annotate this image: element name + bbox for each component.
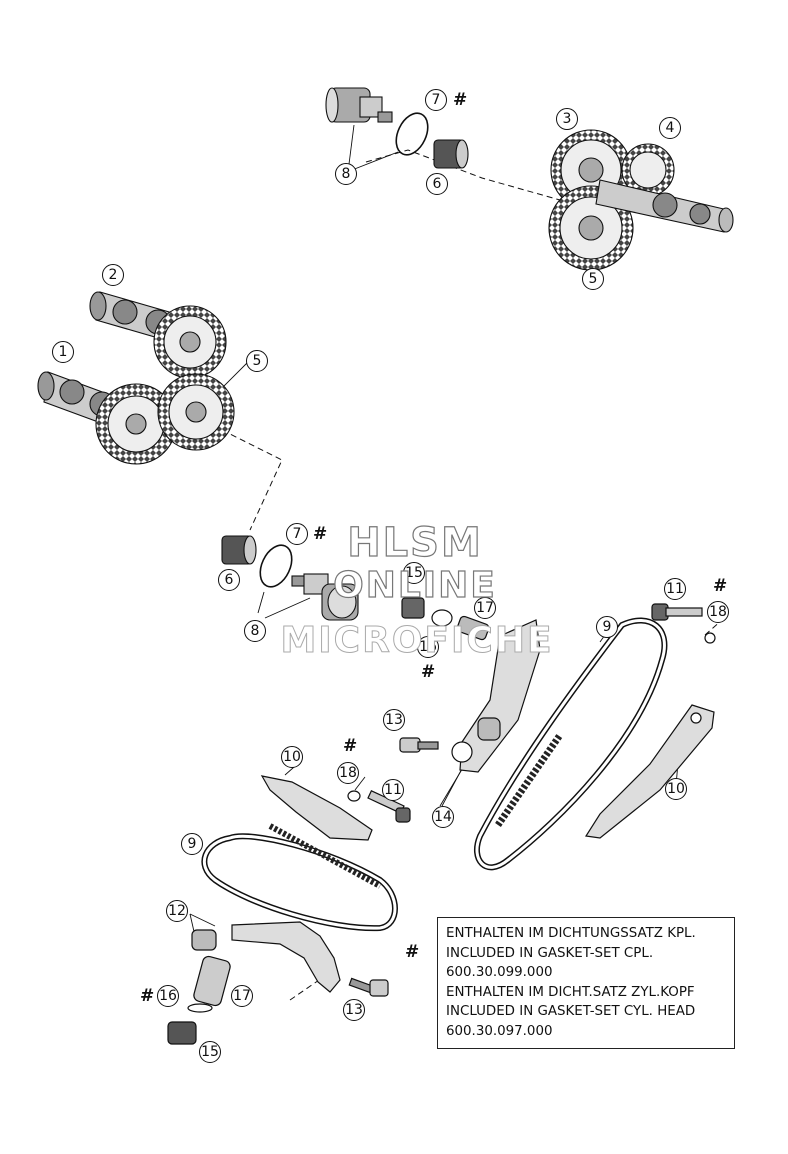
callout-12: 12 <box>166 900 188 922</box>
note-line: 600.30.099.000 <box>446 965 553 980</box>
callout-13-lower: 13 <box>343 999 365 1021</box>
hash-mark: # <box>405 942 420 962</box>
callout-4: 4 <box>659 117 681 139</box>
callout-7-middle: 7 <box>286 523 308 545</box>
callout-10-left: 10 <box>281 746 303 768</box>
chain-and-rails <box>167 597 716 1045</box>
callout-6-top: 6 <box>426 173 448 195</box>
camshaft-group-left <box>37 291 235 465</box>
note-line: INCLUDED IN GASKET-SET CYL. HEAD <box>446 1004 696 1019</box>
hash-mark: # <box>713 576 728 596</box>
callout-10-right: 10 <box>665 778 687 800</box>
note-line: ENTHALTEN IM DICHTUNGSSATZ KPL. <box>446 926 696 941</box>
callout-3: 3 <box>556 108 578 130</box>
callout-14: 14 <box>432 806 454 828</box>
note-line: INCLUDED IN GASKET-SET CPL. <box>446 945 654 961</box>
callout-5-right: 5 <box>582 268 604 290</box>
note-line: ENTHALTEN IM DICHT.SATZ ZYL.KOPF <box>446 984 695 1000</box>
watermark-line-2: ONLINE <box>332 564 497 606</box>
callout-16-lower: 16 <box>157 985 179 1007</box>
callout-5-left: 5 <box>246 350 268 372</box>
hash-mark: # <box>453 90 468 110</box>
callout-17-upper: 17 <box>474 597 496 619</box>
bearing-group-middle <box>221 535 359 621</box>
callout-9-left: 9 <box>181 833 203 855</box>
hash-mark: # <box>421 662 436 682</box>
callout-8-top: 8 <box>335 163 357 185</box>
camshaft-group-right <box>325 87 734 271</box>
hash-mark: # <box>313 524 328 544</box>
callout-17-lower: 17 <box>231 985 253 1007</box>
gasket-set-note: ENTHALTEN IM DICHTUNGSSATZ KPL. INCLUDED… <box>437 917 735 1049</box>
callout-11-left: 11 <box>382 779 404 801</box>
callout-8-middle: 8 <box>244 620 266 642</box>
callout-7-top: 7 <box>425 89 447 111</box>
callout-16-upper: 16 <box>417 636 439 658</box>
callout-18-right: 18 <box>707 601 729 623</box>
callout-6-middle: 6 <box>218 569 240 591</box>
callout-2: 2 <box>102 264 124 286</box>
note-line: 600.30.097.000 <box>446 1023 553 1039</box>
callout-15-lower: 15 <box>199 1041 221 1063</box>
callout-15-upper: 15 <box>403 562 425 584</box>
callout-9-right: 9 <box>596 616 618 638</box>
callout-18-left: 18 <box>337 762 359 784</box>
hash-mark: # <box>343 736 358 756</box>
callout-1: 1 <box>52 341 74 363</box>
callout-13-upper: 13 <box>383 709 405 731</box>
watermark-line-1: HLSM <box>347 519 483 566</box>
hash-mark: # <box>140 986 155 1006</box>
watermark-line-3: MICROFICHE <box>280 620 554 662</box>
callout-11-right: 11 <box>664 578 686 600</box>
